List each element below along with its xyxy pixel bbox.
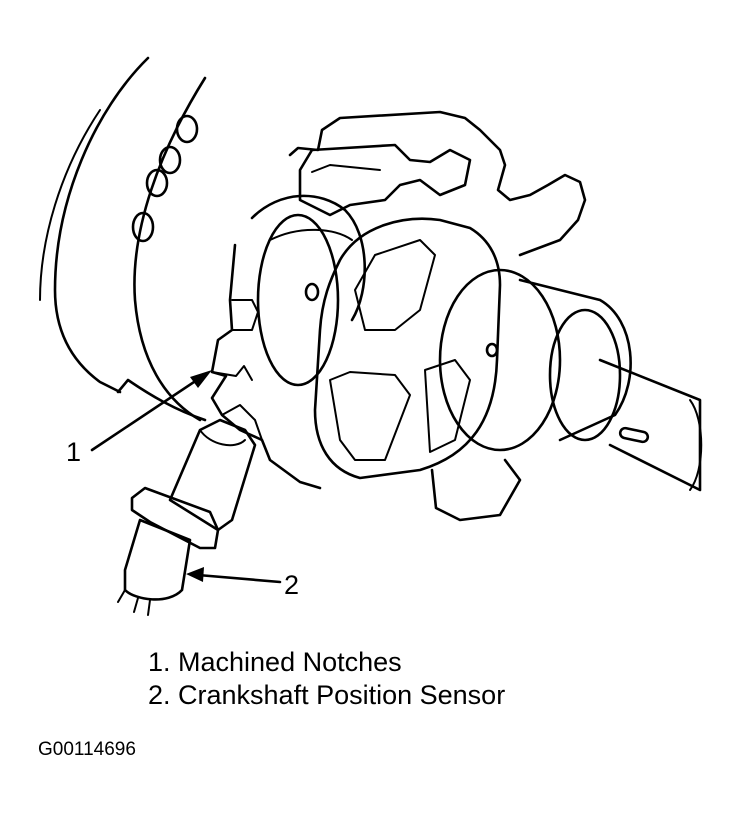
flywheel-hole-icon xyxy=(175,114,199,144)
arrowhead-1-icon xyxy=(190,370,212,388)
crankshaft xyxy=(210,110,703,522)
leader-line-2 xyxy=(196,573,282,584)
legend-item-crankshaft-position-sensor: 2. Crankshaft Position Sensor xyxy=(148,680,506,710)
flywheel-hole-icon xyxy=(158,145,182,175)
figure-id: G00114696 xyxy=(38,739,136,760)
flywheel-hole-icon xyxy=(145,168,169,198)
crankshaft-position-sensor xyxy=(117,418,257,616)
arrowhead-2-icon xyxy=(186,567,204,582)
callout-number-1: 1 xyxy=(66,437,82,467)
flywheel-hole-icon xyxy=(131,211,155,243)
leader-lines xyxy=(90,370,282,584)
crankshaft-illustration xyxy=(39,56,703,616)
legend: 1. Machined Notches 2. Crankshaft Positi… xyxy=(148,646,505,712)
callout-number-2: 2 xyxy=(284,570,300,600)
legend-item-machined-notches: 1. Machined Notches xyxy=(148,647,402,677)
leader-line-1 xyxy=(90,376,202,452)
flywheel xyxy=(39,56,207,422)
